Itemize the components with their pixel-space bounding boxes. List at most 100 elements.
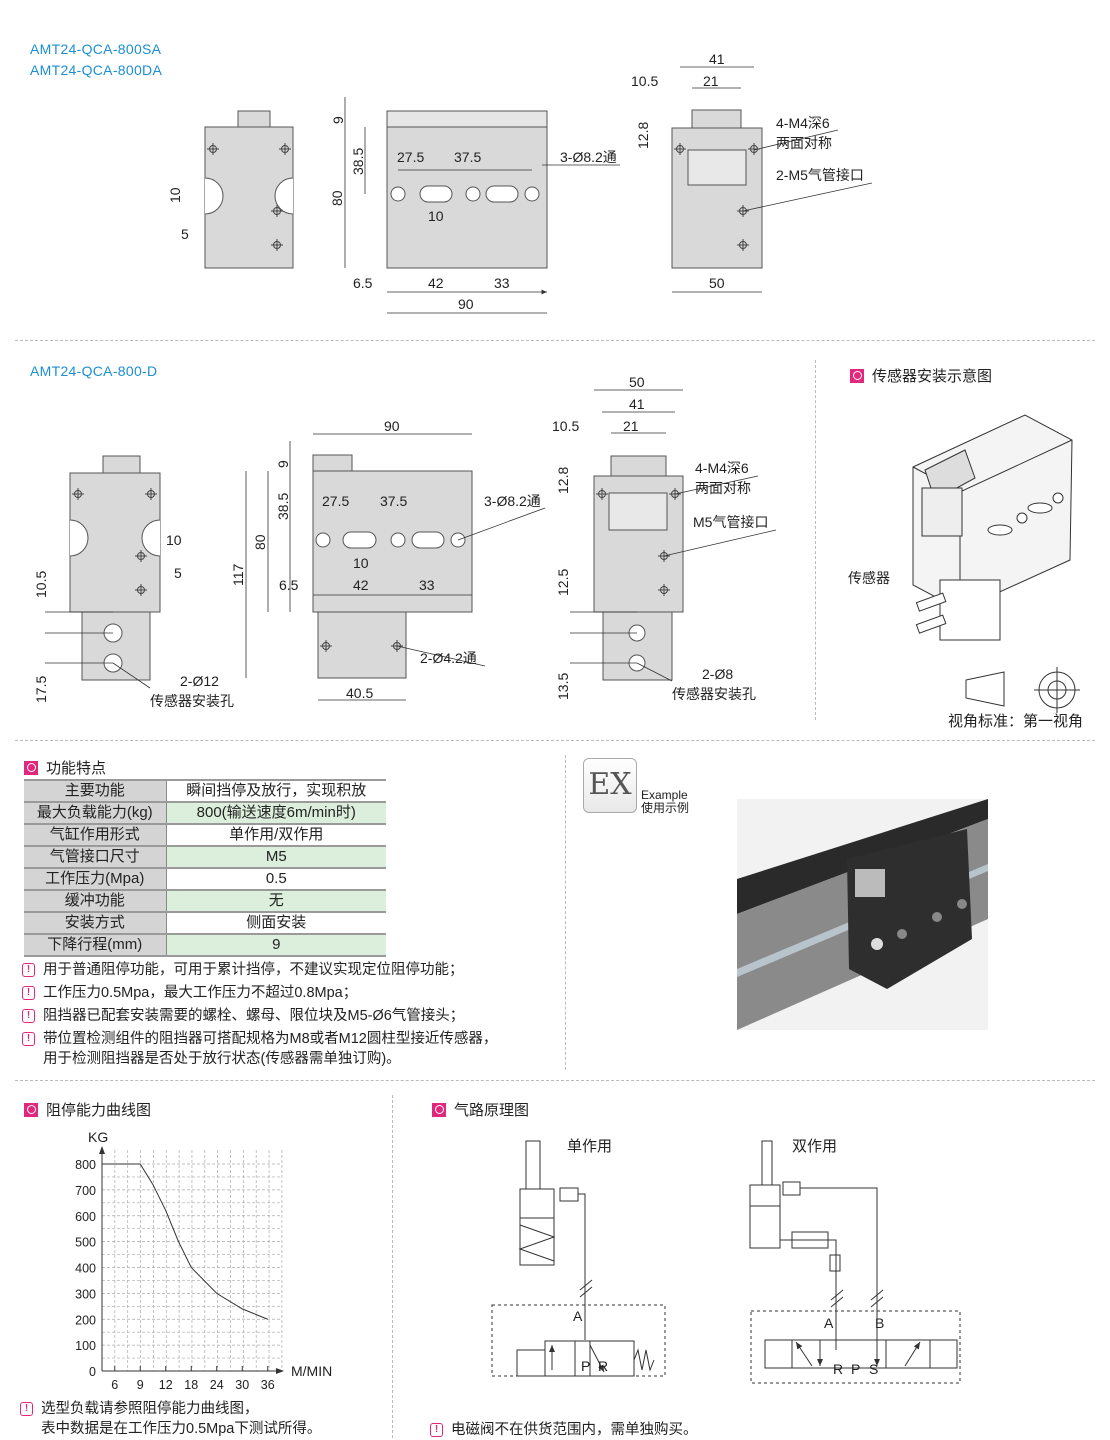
- dim-label: 42: [428, 275, 444, 291]
- dim-label: 6.5: [279, 577, 299, 593]
- single-acting-label: 单作用: [567, 1138, 613, 1155]
- section-title: 气路原理图: [454, 1102, 530, 1119]
- sensor-isometric: [912, 414, 1080, 713]
- dim-label: 17.5: [33, 675, 49, 703]
- dim-label: 两面对称: [776, 135, 832, 151]
- dim-label: 4-M4深6: [776, 115, 830, 131]
- row-value: 瞬间挡停及放行，实现积放: [166, 779, 386, 803]
- x-tick-label: 18: [184, 1378, 198, 1392]
- note-line: 选型负载请参照阻停能力曲线图，: [41, 1401, 259, 1417]
- table-row: 工作压力(Mpa)0.5: [24, 868, 386, 891]
- dim-label: 27.5: [322, 493, 350, 509]
- table-row: 安装方式侧面安装: [24, 912, 386, 935]
- port-label: B: [875, 1315, 885, 1331]
- view-standard: 视角标准：第一视角: [948, 713, 1084, 730]
- dim-label: 2-Ø12: [180, 673, 219, 689]
- dim-label: 21: [623, 418, 639, 434]
- port-label: P: [581, 1358, 591, 1374]
- y-tick-label: 0: [89, 1365, 96, 1379]
- model-name-d: AMT24-QCA-800-D: [30, 363, 158, 379]
- note-item: !电磁阀不在供货范围内，需单独购买。: [430, 1420, 698, 1440]
- table-row: 气缸作用形式单作用/双作用: [24, 824, 386, 847]
- note-item: ! 带位置检测组件的阻挡器可搭配规格为M8或者M12圆柱型接近传感器，用于检测阻挡…: [22, 1029, 497, 1069]
- section-title: 阻停能力曲线图: [46, 1102, 152, 1119]
- dim-label: 80: [252, 534, 268, 550]
- dim-label: 41: [709, 51, 725, 67]
- x-tick-label: 30: [235, 1378, 249, 1392]
- example-label-cn: 使用示例: [641, 801, 690, 815]
- port-label: R: [598, 1358, 609, 1374]
- port-label: P: [851, 1361, 861, 1377]
- row-key: 气管接口尺寸: [24, 846, 167, 869]
- y-tick-label: 800: [75, 1158, 96, 1172]
- example-logo: EX: [583, 758, 637, 813]
- dim-label: 传感器安装孔: [672, 686, 756, 702]
- dim-label: 13.5: [555, 672, 571, 700]
- dim-label: 12.8: [635, 121, 651, 149]
- y-tick-label: 600: [75, 1210, 96, 1224]
- row-value: 800(输送速度6m/min时): [166, 802, 386, 825]
- pneumatic-diagrams: [491, 1140, 961, 1384]
- dim-label: 10: [353, 555, 369, 571]
- row-key: 工作压力(Mpa): [24, 868, 167, 891]
- curve-heading: 阻停能力曲线图: [24, 1099, 151, 1120]
- dim-label: 27.5: [397, 149, 425, 165]
- dim-label: 5: [174, 565, 182, 581]
- table-row: 最大负载能力(kg)800(输送速度6m/min时): [24, 802, 386, 825]
- warning-icon: !: [22, 963, 35, 977]
- section-bullet-icon: [24, 1102, 38, 1117]
- dim-label: 2-Ø4.2通: [420, 650, 477, 666]
- dim-label: 10: [166, 532, 182, 548]
- divider: [15, 340, 1095, 341]
- dim-label: 4-M4深6: [695, 460, 749, 476]
- dim-label: 38.5: [350, 147, 366, 175]
- note-item: !阻挡器已配套安装需要的螺栓、螺母、限位块及M5-Ø6气管接头；: [22, 1006, 464, 1026]
- x-tick-label: 12: [159, 1378, 173, 1392]
- section-title: 功能特点: [46, 760, 107, 777]
- pneumatic-heading: 气路原理图: [432, 1099, 529, 1120]
- y-tick-label: 500: [75, 1236, 96, 1250]
- dim-label: 9: [330, 116, 346, 124]
- sensor-label: 传感器: [848, 570, 890, 586]
- row-key: 主要功能: [24, 779, 167, 803]
- y-tick-label: 300: [75, 1287, 96, 1301]
- row-key: 下降行程(mm): [24, 934, 167, 957]
- row-key: 安装方式: [24, 912, 167, 935]
- row-value: 侧面安装: [166, 912, 386, 935]
- note-text: 选型负载请参照阻停能力曲线图，表中数据是在工作压力0.5Mpa下测试所得。: [41, 1399, 321, 1439]
- dim-label: 90: [458, 296, 474, 312]
- row-key: 最大负载能力(kg): [24, 802, 167, 825]
- dim-label: 9: [275, 460, 291, 468]
- port-label: A: [573, 1308, 583, 1324]
- warning-icon: !: [22, 1032, 35, 1046]
- example-label-en: Example: [641, 788, 688, 802]
- dim-label: 117: [230, 563, 246, 586]
- dim-label: 3-Ø8.2通: [484, 493, 541, 509]
- x-tick-label: 36: [261, 1378, 275, 1392]
- note-item: ! 用于普通阻停功能，可用于累计挡停，不建议实现定位阻停功能；: [22, 960, 464, 980]
- dim-label: 10.5: [552, 418, 580, 434]
- note-text: 工作压力0.5Mpa，最大工作压力不超过0.8Mpa；: [43, 985, 358, 1001]
- port-label: R: [833, 1361, 844, 1377]
- y-tick-label: 100: [75, 1339, 96, 1353]
- dim-label: 10: [167, 187, 183, 203]
- note-text: 电磁阀不在供货范围内，需单独购买。: [451, 1422, 698, 1438]
- dim-label: 41: [629, 396, 645, 412]
- divider: [392, 1095, 393, 1438]
- row-key: 缓冲功能: [24, 890, 167, 913]
- dim-label: 50: [629, 374, 645, 390]
- dim-label: 2-M5气管接口: [776, 167, 864, 183]
- port-label: S: [869, 1361, 879, 1377]
- x-axis-arrow: [276, 1368, 284, 1374]
- dim-label: 传感器安装孔: [150, 693, 234, 709]
- row-key: 气缸作用形式: [24, 824, 167, 847]
- y-axis-arrow: [99, 1146, 105, 1154]
- dim-label: 21: [703, 73, 719, 89]
- dim-label: 12.5: [555, 568, 571, 596]
- note-text: 带位置检测组件的阻挡器可搭配规格为M8或者M12圆柱型接近传感器，用于检测阻挡器…: [43, 1029, 497, 1069]
- section-bullet-icon: [432, 1102, 446, 1117]
- dim-label: 33: [494, 275, 510, 291]
- dim-label: 两面对称: [695, 480, 751, 496]
- note-text: 用于普通阻停功能，可用于累计挡停，不建议实现定位阻停功能；: [43, 962, 464, 978]
